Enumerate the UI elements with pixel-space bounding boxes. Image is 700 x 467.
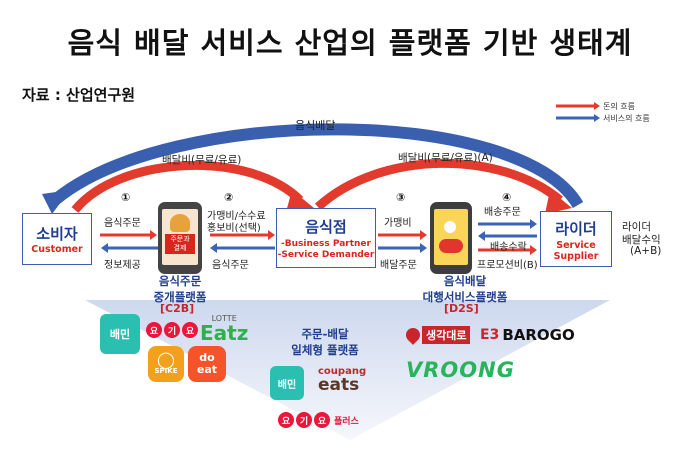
node-rider-en1: Service [556, 240, 596, 251]
flow-membership: 가맹비 [384, 218, 412, 229]
rider-income-2: 배달수익 [622, 234, 661, 246]
page-title: 음식 배달 서비스 산업의 플랫폼 기반 생태계 [67, 26, 633, 60]
rider-income-1: 라이더 [622, 221, 651, 233]
barogo-logo: E3 BAROGO [480, 326, 575, 344]
flow-info: 정보제공 [104, 260, 141, 271]
node-consumer-en: Customer [31, 244, 83, 255]
node-rider-en2: Supplier [553, 251, 599, 262]
arc-label-service: 음식배달 [295, 119, 336, 132]
flow-ad-fee: 홍보비(선택) [207, 223, 261, 234]
pizza-icon [170, 214, 190, 232]
legend-service: 서비스의 흐름 [556, 112, 686, 124]
baemin-integrated-logo: 배민 [270, 366, 304, 400]
flow-dispatch-order: 배송주문 [484, 207, 521, 218]
node-restaurant: 음식점 -Business Partner -Service Demander [276, 208, 376, 268]
node-consumer: 소비자 Customer [22, 213, 92, 265]
saenggak-logo: 생각대로 [403, 325, 471, 345]
arc-label-fee-right: 배달비(무료/유료)(A) [398, 152, 493, 164]
c2b-code: [C2B] [160, 302, 195, 315]
red-arrow-icon [556, 102, 600, 110]
step-3: ③ [396, 191, 406, 204]
flow-order: 음식주문 [104, 218, 141, 229]
legend: 돈의 흐름 서비스의 흐름 [556, 100, 686, 124]
node-rider: 라이더 Service Supplier [540, 211, 612, 267]
flow-fee: 가맹비/수수료 [207, 211, 266, 222]
node-rider-ko: 라이더 [555, 220, 597, 238]
doeat-logo: do eat [188, 346, 226, 382]
scooter-icon [439, 239, 463, 253]
step-1: ① [121, 191, 131, 204]
integrated-title: 주문-배달 일체형 플랫폼 [291, 327, 359, 357]
d2s-title: 음식배달 대행서비스플랫폼 [422, 274, 508, 304]
blue-arrow-icon [556, 114, 600, 122]
c2b-title: 음식주문 중개플랫폼 [153, 274, 207, 304]
service-arc [51, 123, 584, 209]
d2s-code: [D2S] [444, 302, 479, 315]
node-restaurant-en2: -Service Demander [277, 250, 375, 260]
platform-funnel [85, 300, 610, 440]
baemin-logo: 배민 [100, 314, 140, 354]
spike-logo: ◯SPIKE [148, 346, 184, 382]
map-pin-icon [403, 325, 423, 345]
arc-label-fee-left: 배달비(무료/유료) [162, 154, 242, 166]
node-consumer-ko: 소비자 [36, 225, 78, 243]
yogiyo-plus-logo: 요 기 요 플러스 [278, 412, 359, 428]
flow-delivery-order: 배달주문 [380, 260, 417, 271]
phone-delivery-icon [430, 202, 472, 274]
yogiyo-logo: 요 기 요 [146, 322, 198, 338]
node-restaurant-ko: 음식점 [305, 218, 347, 236]
flow-promo: 프로모션비(B) [477, 260, 538, 271]
phone-order-icon: 주문과 결제 [158, 202, 202, 274]
coupang-eats-logo: coupang eats [318, 366, 367, 395]
vroong-logo: VROONG [406, 358, 515, 382]
lotte-eatz-logo: LOTTE Eatz [200, 314, 249, 345]
source-label: 자료 : 산업연구원 [22, 86, 136, 104]
fee-arc-right [314, 158, 563, 211]
phone-order-label: 주문과 결제 [165, 234, 195, 254]
flow-dispatch-accept: 배송수락 [490, 242, 527, 253]
fee-arc-left [71, 160, 304, 213]
step-2: ② [224, 191, 234, 204]
step-4: ④ [502, 191, 512, 204]
flow-order-2: 음식주문 [212, 260, 249, 271]
legend-money: 돈의 흐름 [556, 100, 686, 112]
node-restaurant-en1: -Business Partner [281, 239, 371, 249]
rider-income-3: (A+B) [630, 245, 662, 257]
